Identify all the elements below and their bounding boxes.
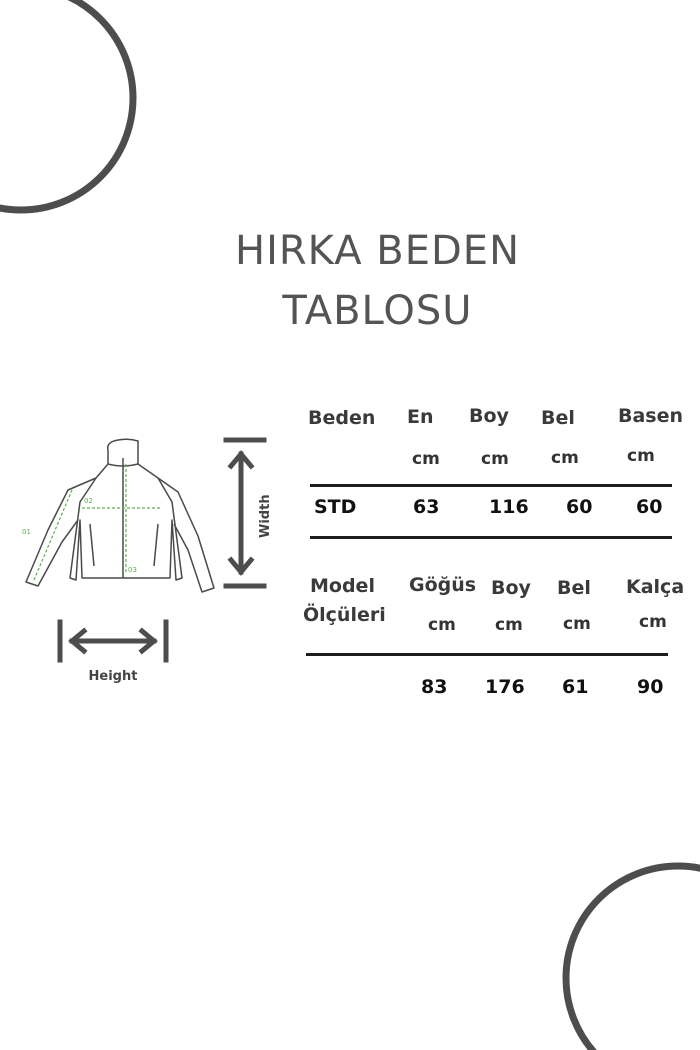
size-table-cell-en: 63 <box>413 496 440 518</box>
size-table-unit-en: cm <box>412 449 440 469</box>
size-table-cell-basen: 60 <box>636 496 663 518</box>
decorative-circle-bottom <box>562 862 700 1050</box>
model-table-cell-kalca: 90 <box>637 676 664 698</box>
jacket-illustration: 01 02 03 Width Height <box>22 437 273 684</box>
model-table-cell-bel: 61 <box>562 676 589 698</box>
model-table-header-rule <box>306 653 668 656</box>
model-table-header-kalca: Kalça <box>626 576 685 598</box>
model-table-header-boy: Boy <box>491 577 531 599</box>
decorative-circle-top <box>0 0 137 214</box>
model-table-unit-boy: cm <box>495 615 523 635</box>
size-table-header-boy: Boy <box>469 405 509 427</box>
measure-label-03: 01 <box>22 528 31 536</box>
size-table-unit-bel: cm <box>551 448 579 468</box>
size-table-cell-beden: STD <box>314 496 357 518</box>
measure-label-01: 03 <box>128 566 137 574</box>
model-table-header-bel: Bel <box>557 577 591 599</box>
model-table-header-olculeri: Ölçüleri <box>303 604 386 626</box>
page-title-line1: HIRKA BEDEN <box>235 228 520 274</box>
size-table-header-rule <box>310 484 672 487</box>
model-table-header-gogus: Göğüs <box>409 574 477 596</box>
height-label: Height <box>89 669 138 684</box>
model-table-unit-bel: cm <box>563 614 591 634</box>
size-table-bottom-rule <box>310 536 672 539</box>
size-table-unit-basen: cm <box>627 446 655 466</box>
size-table-unit-boy: cm <box>481 449 509 469</box>
page-title-line2: TABLOSU <box>282 288 473 334</box>
size-table-header-basen: Basen <box>618 405 684 427</box>
width-label: Width <box>258 494 273 538</box>
size-table-header-bel: Bel <box>541 407 575 429</box>
size-table-cell-boy: 116 <box>489 496 529 518</box>
measure-label-02: 02 <box>84 497 93 505</box>
model-table-cell-gogus: 83 <box>421 676 448 698</box>
model-table-header-model: Model <box>310 575 375 597</box>
model-table-cell-boy: 176 <box>485 676 525 698</box>
size-table-header-en: En <box>407 406 434 428</box>
model-table-unit-gogus: cm <box>428 615 456 635</box>
size-table-header-beden: Beden <box>308 407 376 429</box>
size-table-cell-bel: 60 <box>566 496 593 518</box>
model-table-unit-kalca: cm <box>639 612 667 632</box>
